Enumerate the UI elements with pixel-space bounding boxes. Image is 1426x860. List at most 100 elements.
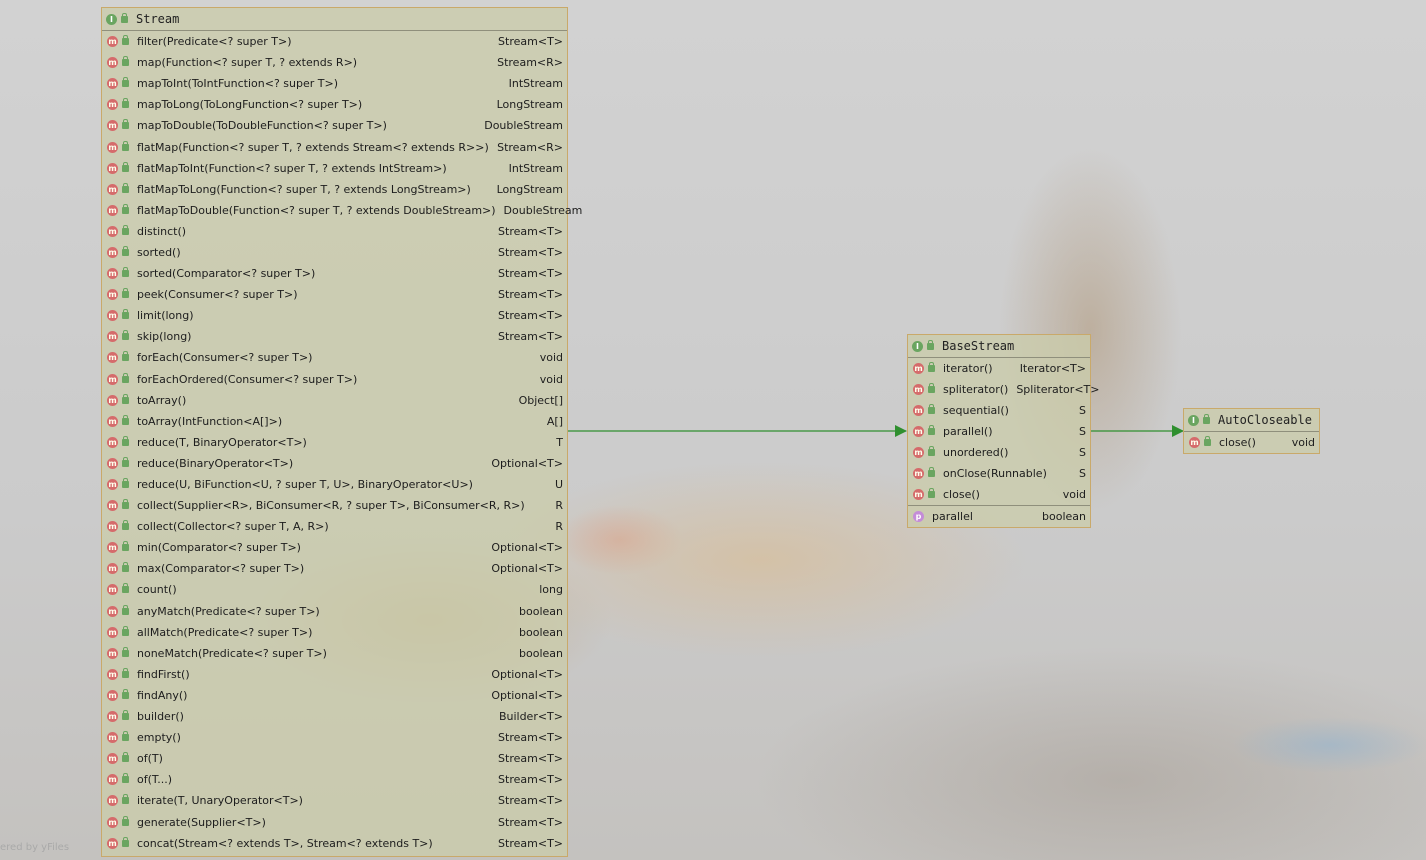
watermark-text: ered by yFiles (0, 842, 70, 853)
method-signature: iterate(T, UnaryOperator<T>) (137, 794, 303, 808)
method-signature: mapToInt(ToIntFunction<? super T>) (137, 77, 338, 91)
return-type: IntStream (508, 77, 563, 91)
return-type: DoubleStream (503, 203, 583, 217)
public-lock-icon (122, 140, 129, 151)
public-lock-icon (122, 393, 129, 404)
basestream-header: I BaseStream (908, 335, 1090, 358)
public-lock-icon (122, 478, 129, 489)
method-signature: toArray() (137, 393, 187, 407)
return-type: Iterator<T> (1019, 362, 1086, 375)
method-icon: m (107, 689, 118, 701)
return-type: Optional<T> (491, 541, 563, 555)
stream-header: I Stream (102, 8, 567, 31)
return-type: Stream<T> (498, 752, 563, 766)
property-icon: p (913, 511, 924, 522)
return-type: DoubleStream (484, 119, 563, 133)
method-icon: m (107, 36, 118, 48)
method-signature: close() (1219, 436, 1256, 449)
return-type: void (1062, 488, 1086, 501)
method-signature: of(T...) (137, 773, 173, 787)
return-type: boolean (519, 604, 563, 618)
public-lock-icon (122, 688, 129, 699)
return-type: Stream<T> (498, 731, 563, 745)
public-lock-icon (122, 520, 129, 531)
return-type: void (539, 351, 563, 365)
method-icon: m (107, 225, 118, 237)
public-lock-icon (122, 583, 129, 594)
return-type: S (1079, 404, 1086, 417)
method-signature: mapToDouble(ToDoubleFunction<? super T>) (137, 119, 387, 133)
public-lock-icon (122, 267, 129, 278)
method-signature: findFirst() (137, 667, 190, 681)
public-lock-icon (122, 351, 129, 362)
public-lock-icon (1204, 436, 1211, 446)
return-type: Stream<T> (498, 267, 563, 281)
method-signature: allMatch(Predicate<? super T>) (137, 625, 313, 639)
method-signature: flatMapToInt(Function<? super T, ? exten… (137, 161, 447, 175)
method-signature: forEach(Consumer<? super T>) (137, 351, 313, 365)
public-lock-icon (122, 98, 129, 109)
return-type: S (1079, 425, 1086, 438)
method-signature: sorted(Comparator<? super T>) (137, 267, 316, 281)
return-type: void (539, 372, 563, 386)
method-icon: m (107, 584, 118, 596)
return-type: R (555, 499, 563, 513)
method-signature: parallel() (943, 425, 993, 438)
public-lock-icon (122, 752, 129, 763)
